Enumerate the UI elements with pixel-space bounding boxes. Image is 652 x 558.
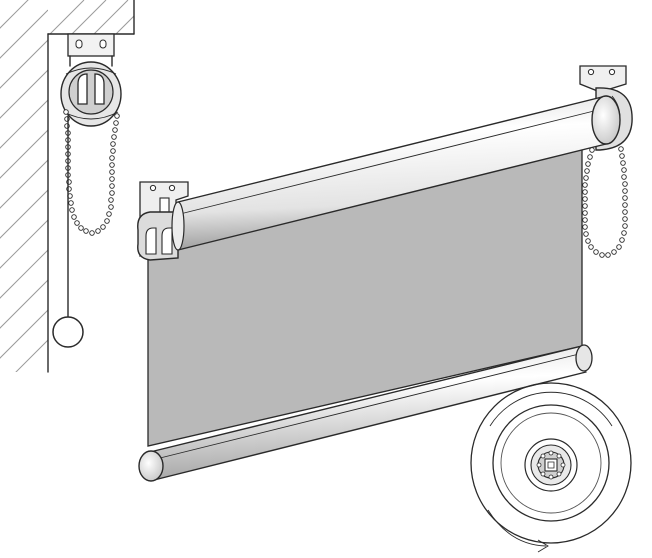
rotation-arrow bbox=[487, 509, 549, 553]
bottom-bar bbox=[138, 344, 593, 482]
wall bbox=[0, 0, 49, 373]
side-bracket bbox=[67, 33, 115, 67]
bead-chain-right bbox=[582, 146, 628, 258]
roller-tube bbox=[171, 95, 621, 251]
ceiling bbox=[47, 0, 135, 35]
chain-weight bbox=[52, 316, 84, 348]
chain-control-unit bbox=[60, 61, 122, 127]
bead-chain bbox=[63, 109, 120, 319]
tube-end-cross-section bbox=[470, 382, 632, 544]
